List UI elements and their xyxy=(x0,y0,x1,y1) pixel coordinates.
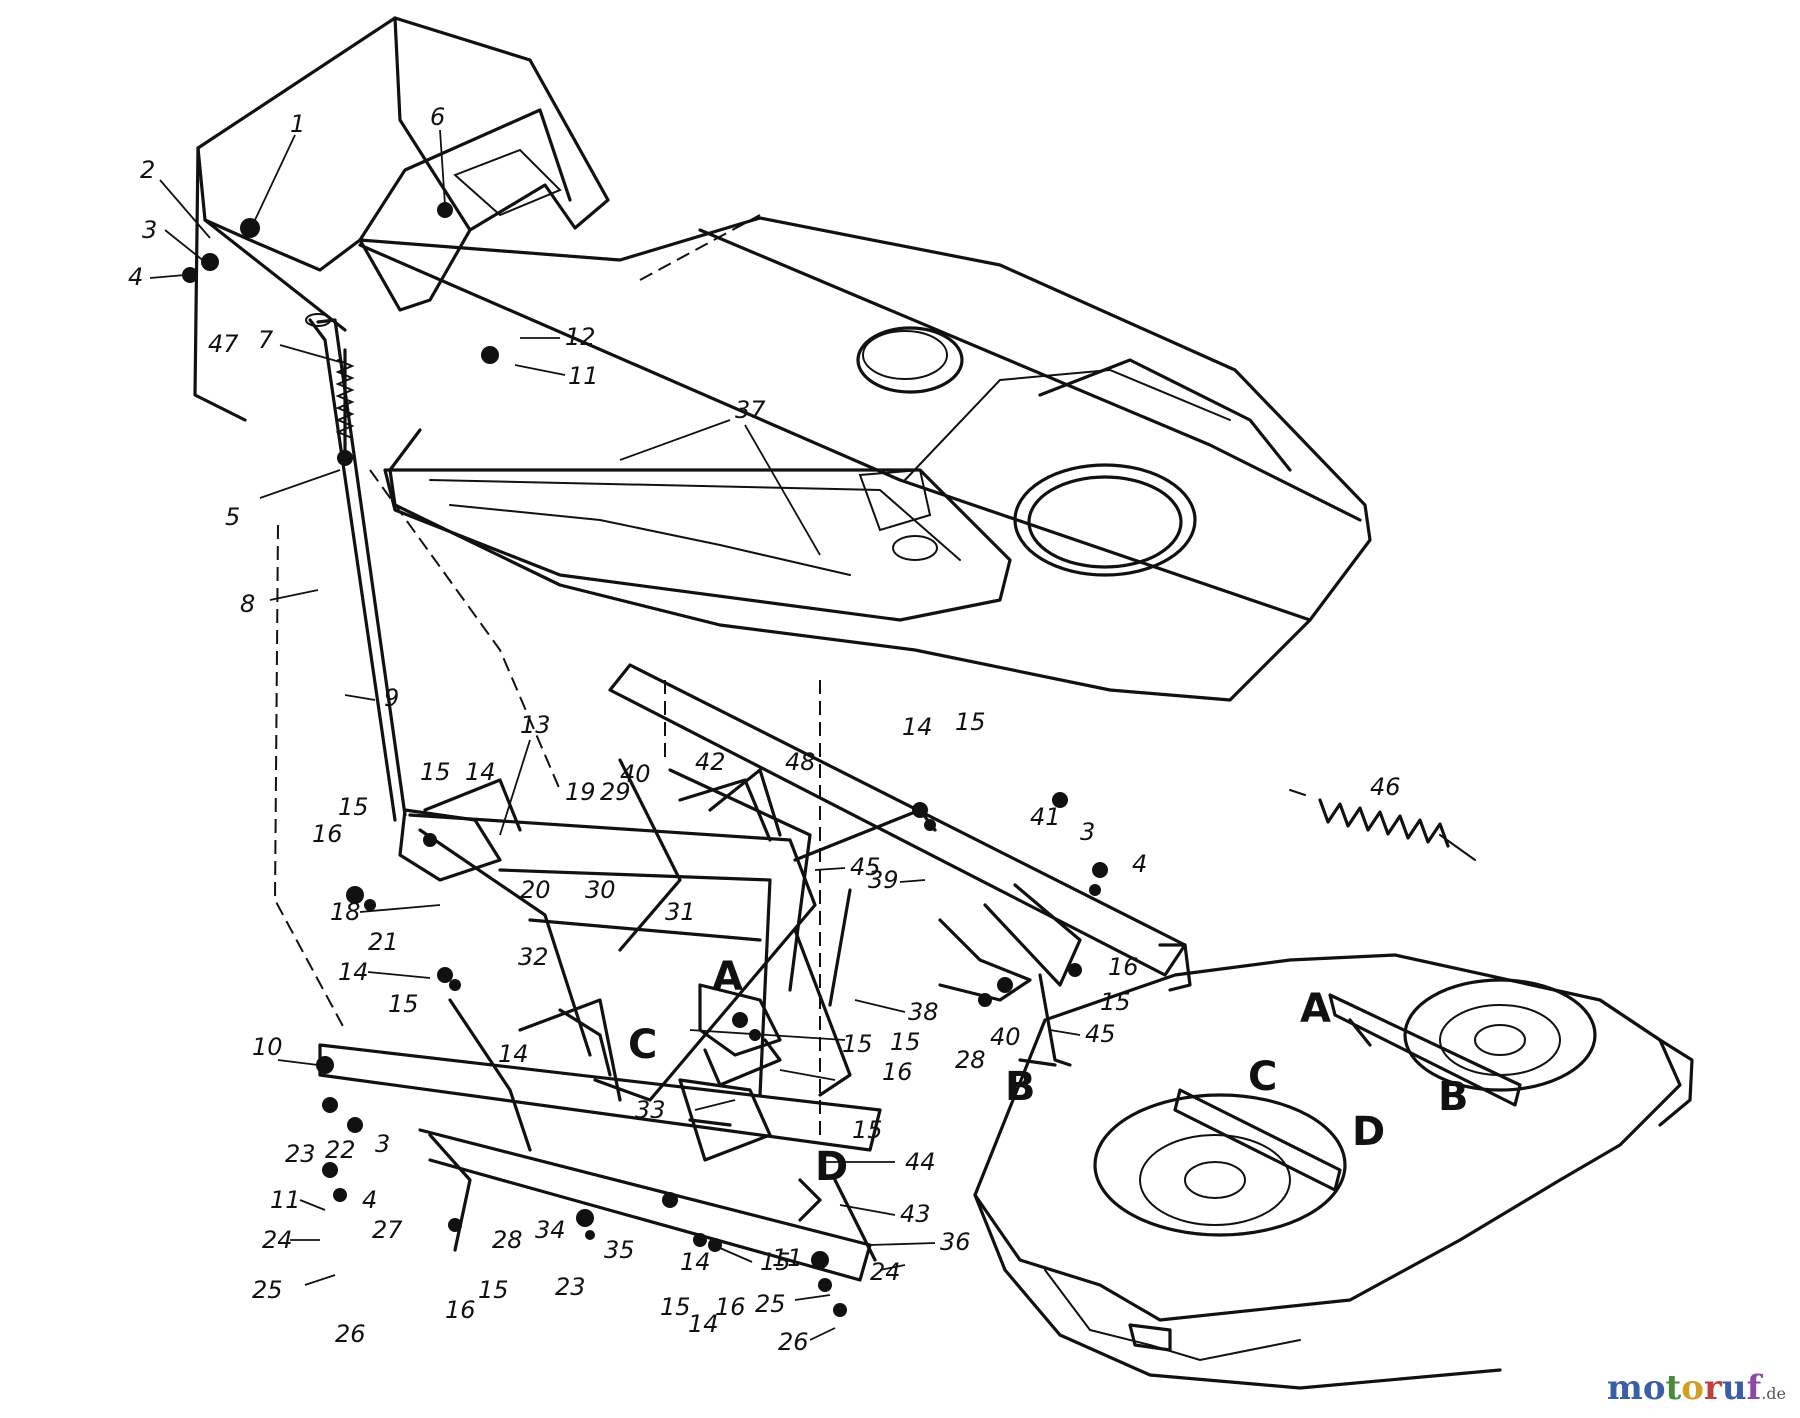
callout-39: 39 xyxy=(868,866,899,894)
callout-29: 29 xyxy=(600,778,631,806)
callout-4c: 4 xyxy=(362,1186,377,1214)
callout-8: 8 xyxy=(240,590,255,618)
callout-11b: 11 xyxy=(270,1186,301,1214)
callout-6: 6 xyxy=(430,103,445,131)
callout-labels: 1 2 3 4 47 7 6 12 11 37 5 8 9 13 19 29 4… xyxy=(128,103,1469,1356)
callout-23: 23 xyxy=(285,1140,316,1168)
callout-14f: 14 xyxy=(680,1248,711,1276)
callout-16d: 16 xyxy=(715,1293,746,1321)
callout-44: 44 xyxy=(905,1148,936,1176)
letter-C-deck: C xyxy=(1248,1054,1277,1100)
callout-7: 7 xyxy=(258,326,274,354)
callout-27: 27 xyxy=(372,1216,403,1244)
callout-21: 21 xyxy=(368,928,399,956)
callout-30: 30 xyxy=(585,876,616,904)
callout-38: 38 xyxy=(908,998,939,1026)
callout-24b: 24 xyxy=(870,1258,901,1286)
callout-35: 35 xyxy=(604,1236,635,1264)
callout-43: 43 xyxy=(900,1200,931,1228)
callout-11: 11 xyxy=(568,362,599,390)
callout-37: 37 xyxy=(735,396,766,424)
callout-5: 5 xyxy=(225,503,240,531)
callout-12: 12 xyxy=(565,323,596,351)
site-watermark: motoruf.de xyxy=(1607,1368,1786,1408)
callout-2: 2 xyxy=(140,156,155,184)
callout-15: 15 xyxy=(955,708,986,736)
callout-23b: 23 xyxy=(555,1273,586,1301)
callout-33: 33 xyxy=(635,1096,666,1124)
callout-15j: 15 xyxy=(478,1276,509,1304)
callout-3c: 3 xyxy=(375,1130,390,1158)
callout-40: 40 xyxy=(620,760,651,788)
callout-36: 36 xyxy=(940,1228,971,1256)
lift-lever-linkage xyxy=(273,214,821,1140)
callout-1: 1 xyxy=(290,110,305,138)
tractor-body xyxy=(193,16,1372,702)
callout-4: 4 xyxy=(128,263,143,291)
callout-34: 34 xyxy=(535,1216,566,1244)
letter-C-frame: C xyxy=(628,1022,657,1068)
fasteners xyxy=(182,202,1108,1317)
callout-31: 31 xyxy=(665,898,696,926)
callout-15b: 15 xyxy=(420,758,451,786)
callout-28b: 28 xyxy=(492,1226,523,1254)
callout-41: 41 xyxy=(1030,803,1061,831)
callout-16e: 16 xyxy=(445,1296,476,1324)
callout-14e: 14 xyxy=(688,1310,719,1338)
callout-32: 32 xyxy=(518,943,549,971)
callout-15k: 15 xyxy=(890,1028,921,1056)
callout-14b: 14 xyxy=(465,758,496,786)
mower-deck xyxy=(973,953,1694,1390)
callout-13: 13 xyxy=(520,711,551,739)
callout-3: 3 xyxy=(142,216,157,244)
callout-3b: 3 xyxy=(1080,818,1095,846)
callout-48: 48 xyxy=(785,748,816,776)
callout-4b: 4 xyxy=(1132,850,1147,878)
letter-D-deck: D xyxy=(1352,1109,1385,1155)
callout-16: 16 xyxy=(312,820,343,848)
callout-15c: 15 xyxy=(338,793,369,821)
callout-45b: 45 xyxy=(1085,1020,1116,1048)
callout-25: 25 xyxy=(252,1276,283,1304)
callout-10: 10 xyxy=(252,1033,283,1061)
callout-14: 14 xyxy=(902,713,933,741)
callout-25b: 25 xyxy=(755,1290,786,1318)
callout-47: 47 xyxy=(208,330,239,358)
letter-A-deck: A xyxy=(1300,986,1331,1032)
callout-14d: 14 xyxy=(498,1040,529,1068)
callout-19: 19 xyxy=(565,778,596,806)
callout-15d: 15 xyxy=(1100,988,1131,1016)
letter-B-frame: B xyxy=(1005,1064,1036,1110)
callout-40b: 40 xyxy=(990,1023,1021,1051)
tension-spring xyxy=(1289,789,1476,861)
letter-B-deck: B xyxy=(1438,1074,1469,1120)
callout-16c: 16 xyxy=(882,1058,913,1086)
callout-15g: 15 xyxy=(852,1116,883,1144)
callout-11c: 11 xyxy=(772,1244,803,1272)
callout-26: 26 xyxy=(335,1320,366,1348)
callout-16b: 16 xyxy=(1108,953,1139,981)
callout-46: 46 xyxy=(1370,773,1401,801)
watermark-text: motoruf xyxy=(1606,1368,1762,1408)
callout-45: 45 xyxy=(850,853,881,881)
letter-A-frame: A xyxy=(712,954,743,1000)
callout-14c: 14 xyxy=(338,958,369,986)
callout-15e: 15 xyxy=(388,990,419,1018)
callout-28: 28 xyxy=(955,1046,986,1074)
watermark-suffix: .de xyxy=(1761,1384,1786,1403)
callout-22: 22 xyxy=(325,1136,356,1164)
letter-D-frame: D xyxy=(815,1144,848,1190)
callout-9: 9 xyxy=(384,684,399,712)
callout-24: 24 xyxy=(262,1226,293,1254)
callout-15i: 15 xyxy=(760,1248,791,1276)
callout-26b: 26 xyxy=(778,1328,809,1356)
callout-15h: 15 xyxy=(660,1293,691,1321)
callout-15f: 15 xyxy=(842,1030,873,1058)
callout-42: 42 xyxy=(695,748,726,776)
callout-20: 20 xyxy=(520,876,551,904)
callout-18: 18 xyxy=(330,898,361,926)
